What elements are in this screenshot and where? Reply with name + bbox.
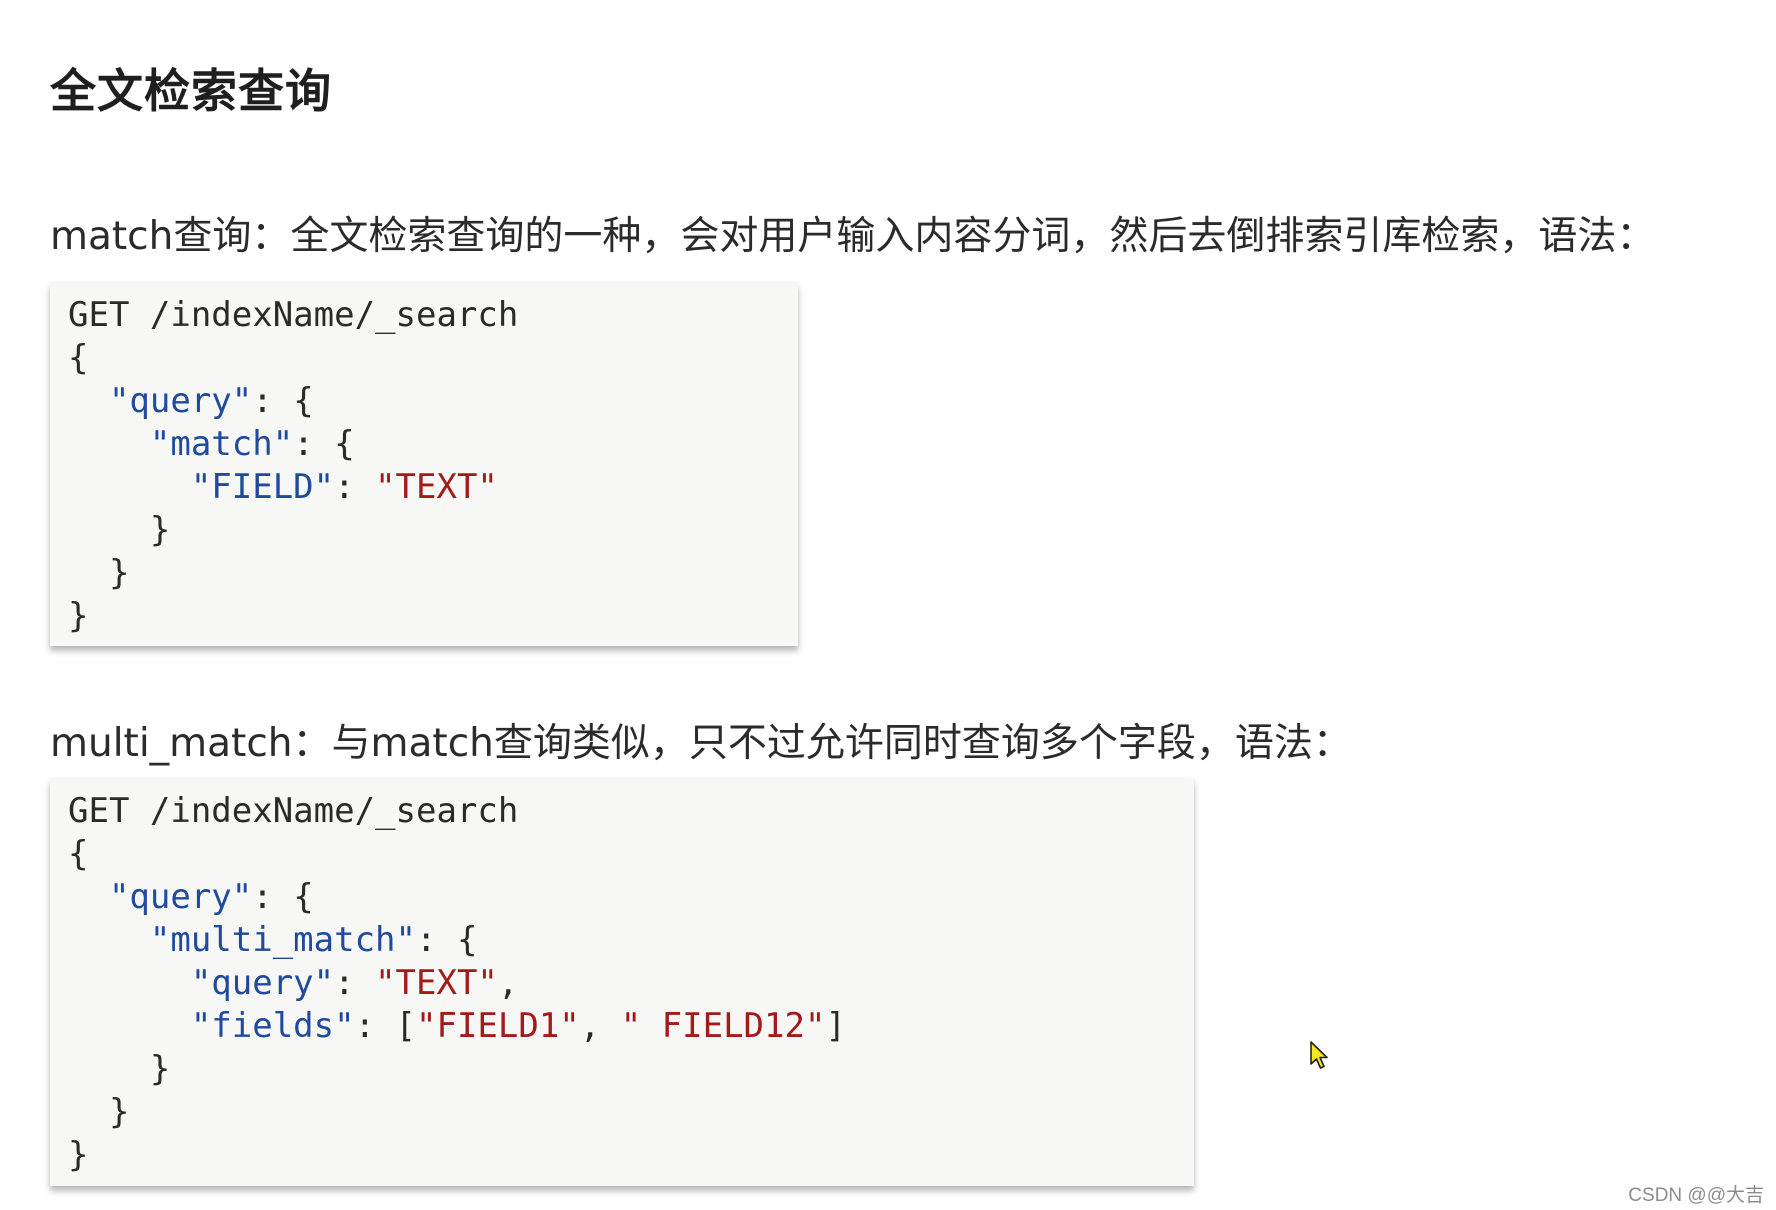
json-key: "multi_match" (149, 920, 416, 960)
code-line: "query": { (68, 380, 798, 423)
watermark: CSDN @@大吉 (1628, 1185, 1764, 1206)
code-line: } (68, 1048, 1194, 1091)
match-code-block: GET /indexName/_search{ "query": { "matc… (50, 282, 798, 646)
json-punctuation: , (497, 963, 519, 1003)
json-key: "query" (190, 963, 335, 1003)
code-line: } (68, 552, 798, 595)
multi-match-description: multi_match：与match查询类似，只不过允许同时查询多个字段，语法： (50, 721, 1352, 766)
json-punctuation: : { (416, 920, 478, 960)
json-punctuation: : { (252, 877, 314, 917)
json-punctuation: } (108, 553, 130, 593)
page-title: 全文检索查询 (50, 64, 332, 118)
json-punctuation: } (108, 1092, 130, 1132)
json-key: "match" (149, 424, 294, 464)
json-string: "TEXT" (375, 963, 498, 1003)
code-line: "fields": ["FIELD1", " FIELD12"] (68, 1005, 1194, 1048)
multi-match-code-block: GET /indexName/_search{ "query": { "mult… (50, 778, 1194, 1186)
json-punctuation: : { (293, 424, 355, 464)
json-punctuation: , (579, 1006, 621, 1046)
code-line: } (68, 1091, 1194, 1134)
json-key: "FIELD" (190, 467, 335, 507)
code-line: { (68, 834, 89, 874)
code-line: } (68, 509, 798, 552)
code-line: "multi_match": { (68, 919, 1194, 962)
json-punctuation: : [ (354, 1006, 417, 1046)
json-punctuation: : (334, 963, 376, 1003)
json-string: " FIELD12" (620, 1006, 826, 1046)
code-line: } (68, 1135, 89, 1175)
code-line: "FIELD": "TEXT" (68, 466, 798, 509)
json-string: "FIELD1" (416, 1006, 580, 1046)
code-line: "query": "TEXT", (68, 962, 1194, 1005)
json-punctuation: ] (825, 1006, 846, 1046)
code-line: "query": { (68, 876, 1194, 919)
code-line: { (68, 338, 89, 378)
json-punctuation: : { (252, 381, 314, 421)
mouse-pointer-icon (1310, 1041, 1328, 1069)
code-line: GET /indexName/_search (68, 295, 519, 335)
json-punctuation: } (149, 510, 171, 550)
json-key: "fields" (190, 1006, 355, 1046)
json-punctuation: : (334, 467, 376, 507)
code-line: "match": { (68, 423, 798, 466)
json-key: "query" (108, 381, 253, 421)
match-description: match查询：全文检索查询的一种，会对用户输入内容分词，然后去倒排索引库检索，… (50, 214, 1656, 259)
code-line: GET /indexName/_search (68, 791, 519, 831)
json-key: "query" (108, 877, 253, 917)
code-line: } (68, 596, 89, 636)
json-punctuation: } (149, 1049, 171, 1089)
json-string: "TEXT" (375, 467, 498, 507)
